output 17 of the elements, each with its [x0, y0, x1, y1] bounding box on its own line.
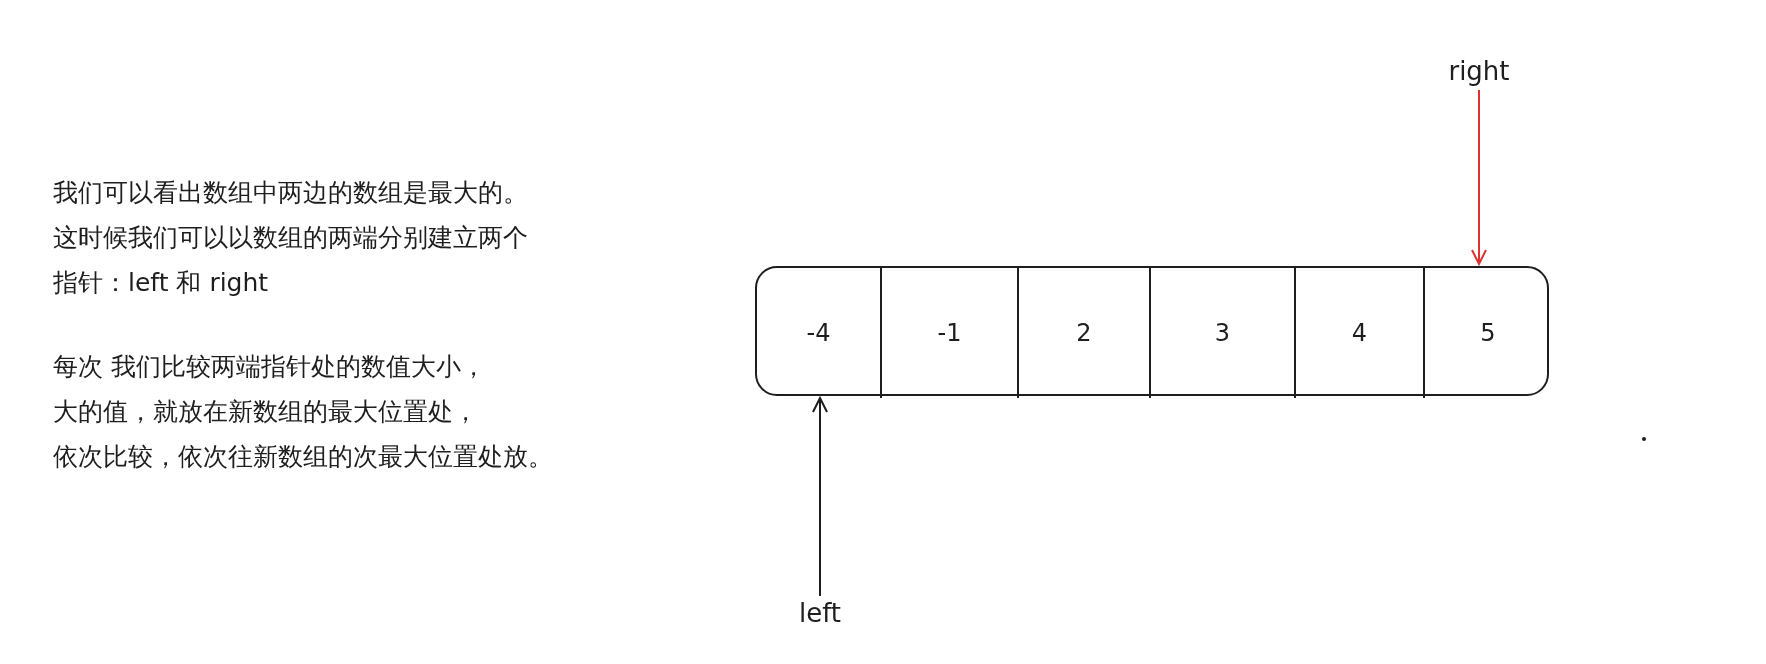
array-cell: -1: [880, 268, 1017, 398]
text-line: 依次比较，依次往新数组的次最大位置处放。: [53, 442, 553, 472]
array-cell: -4: [757, 268, 880, 398]
array-cell: 3: [1149, 268, 1294, 398]
pointer-label: left: [785, 598, 855, 630]
text-line: 大的值，就放在新数组的最大位置处，: [53, 397, 478, 427]
text-line: 我们可以看出数组中两边的数组是最大的。: [53, 178, 528, 208]
array-cell: 5: [1423, 268, 1551, 398]
pointer-label: right: [1439, 56, 1519, 88]
array-cell: 2: [1017, 268, 1149, 398]
text-line: 每次 我们比较两端指针处的数值大小，: [53, 352, 486, 382]
array-cell: 4: [1294, 268, 1423, 398]
arrow: [1471, 89, 1487, 265]
array-box: [755, 266, 1549, 396]
text-line: 这时候我们可以以数组的两端分别建立两个: [53, 223, 528, 253]
text-line: 指针：left 和 right: [53, 268, 269, 298]
arrow: [812, 397, 828, 597]
